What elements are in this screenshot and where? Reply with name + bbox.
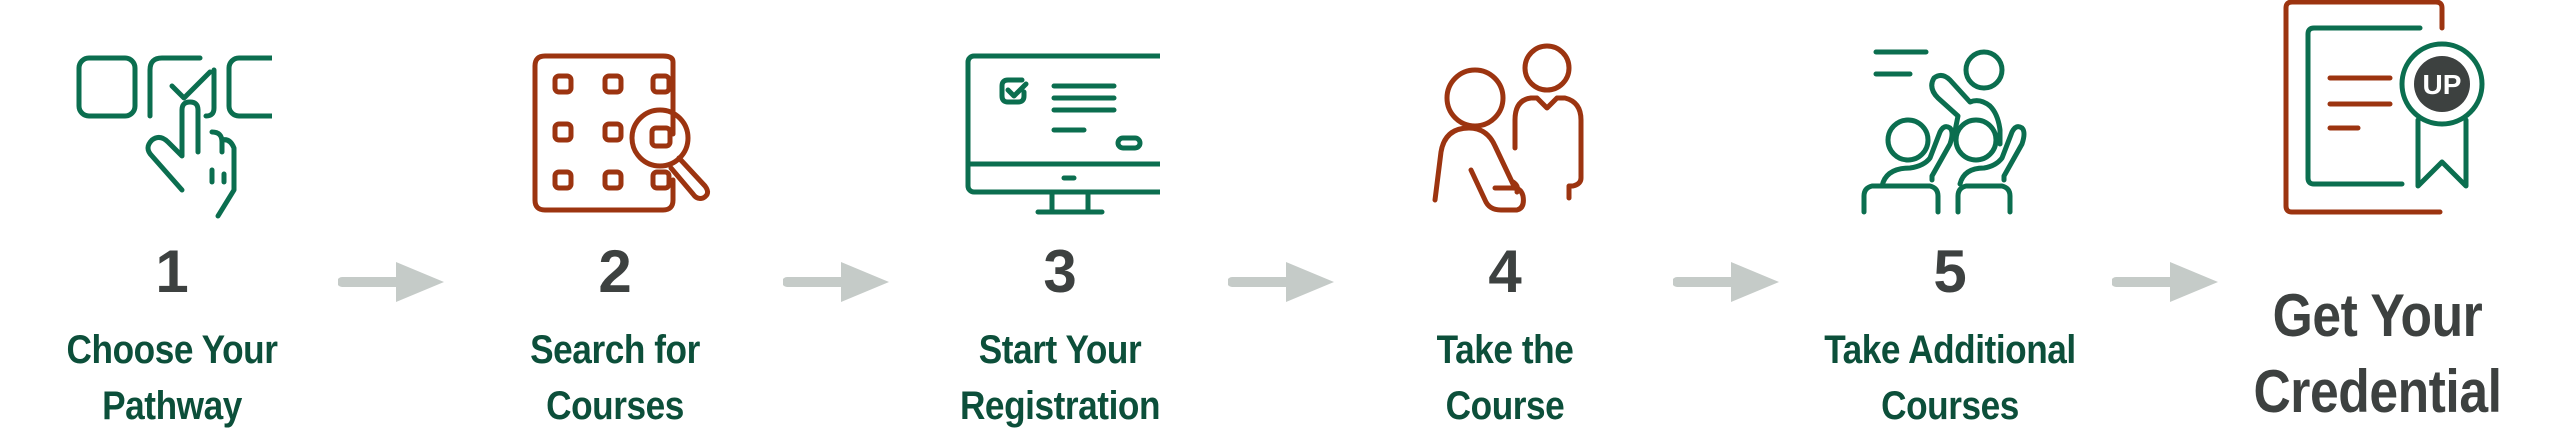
step-number: 3 — [1043, 238, 1077, 305]
arrow-right-icon — [1228, 262, 1334, 302]
badge-text: UP — [2423, 69, 2462, 100]
grid-search-icon — [532, 53, 711, 213]
classroom-icon — [1861, 49, 2027, 215]
arrow-right-icon — [338, 262, 444, 302]
arrow-right-icon — [1673, 262, 1779, 302]
step-number: 2 — [598, 238, 632, 305]
arrow-right-icon — [2112, 262, 2218, 302]
certificate-icon: UP — [2283, 0, 2485, 215]
step-number: 5 — [1933, 238, 1967, 305]
arrow-right-icon — [783, 262, 889, 302]
computer-form-icon — [965, 53, 1160, 215]
hand-select-checkbox-icon — [76, 55, 272, 219]
step-number: 1 — [155, 238, 189, 305]
tutor-student-icon — [1432, 43, 1584, 213]
step-number: 4 — [1488, 238, 1522, 305]
